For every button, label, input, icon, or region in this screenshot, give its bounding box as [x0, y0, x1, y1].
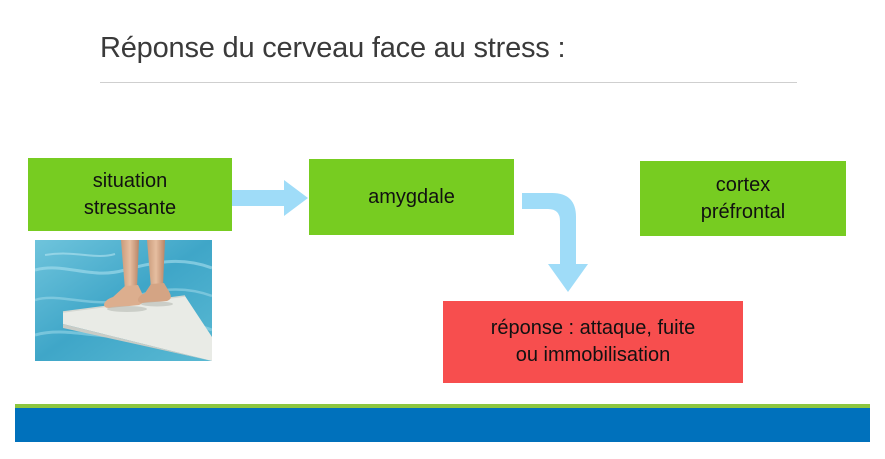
node-amygdale: amygdale	[309, 159, 514, 235]
node-amygdale-label: amygdale	[368, 185, 455, 208]
footer-accent-bar	[15, 404, 870, 408]
slide-title: Réponse du cerveau face au stress :	[100, 32, 566, 64]
node-reponse: réponse : attaque, fuite ou immobilisati…	[443, 301, 743, 383]
diving-board-photo	[35, 240, 212, 361]
node-cortex-label: cortex préfrontal	[700, 173, 786, 223]
node-situation-label: situation stressante	[83, 169, 177, 219]
title-divider	[100, 82, 797, 83]
node-situation-stressante: situation stressante	[28, 158, 232, 231]
arrow-situation-to-amygdale	[232, 180, 308, 216]
footer-bar	[15, 408, 870, 442]
arrow-amygdale-to-reponse	[522, 193, 588, 292]
node-reponse-label: réponse : attaque, fuite ou immobilisati…	[490, 317, 696, 366]
node-cortex-prefrontal: cortex préfrontal	[640, 161, 846, 236]
